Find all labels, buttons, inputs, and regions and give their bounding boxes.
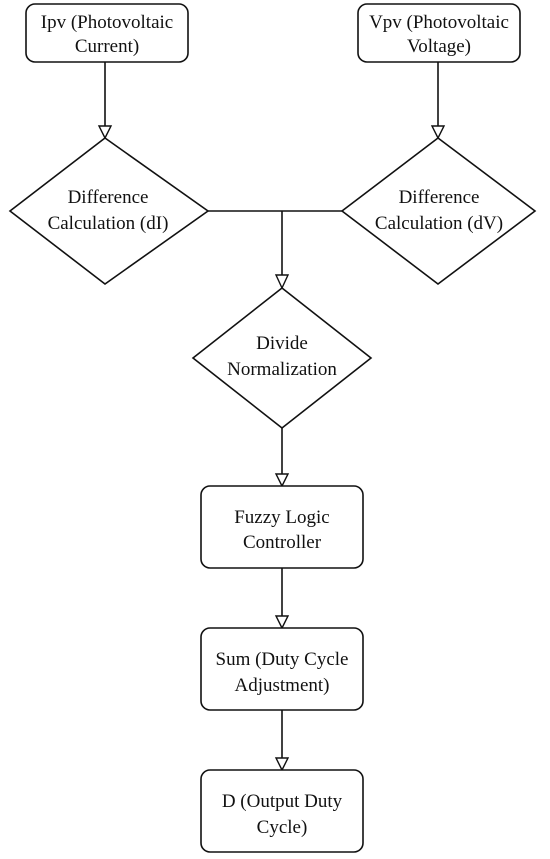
node-vpv: Vpv (Photovoltaic Voltage) xyxy=(357,3,521,63)
node-flc-label-line2: Controller xyxy=(243,532,322,553)
node-diff-dv-diamond xyxy=(340,136,537,286)
node-diff-dv-label-line1: Difference xyxy=(399,187,480,208)
arrowhead-sum-to-output xyxy=(274,757,290,772)
node-divide-label-line1: Divide xyxy=(256,333,308,354)
node-vpv-label-line1: Vpv (Photovoltaic xyxy=(369,12,509,33)
node-diff-di: Difference Calculation (dI) xyxy=(8,137,210,285)
node-flc-label-line1: Fuzzy Logic xyxy=(234,507,330,528)
node-output-label-line2: Cycle) xyxy=(257,817,308,838)
node-vpv-label-line2: Voltage) xyxy=(407,36,471,57)
node-diff-di-label-line1: Difference xyxy=(68,187,149,208)
node-ipv: Ipv (Photovoltaic Current) xyxy=(25,3,189,63)
node-divide-diamond xyxy=(191,286,373,430)
node-vpv-box xyxy=(357,3,521,63)
node-output-label-line1: D (Output Duty xyxy=(222,791,343,812)
node-ipv-label-line1: Ipv (Photovoltaic xyxy=(41,12,173,33)
node-ipv-box xyxy=(25,3,189,63)
node-flc: Fuzzy Logic Controller xyxy=(200,485,364,569)
arrowhead-divide-to-flc xyxy=(274,473,290,488)
node-sum-label-line2: Adjustment) xyxy=(235,675,330,696)
node-sum: Sum (Duty Cycle Adjustment) xyxy=(200,627,364,711)
node-output-box xyxy=(200,769,364,853)
arrowhead-flc-to-sum xyxy=(274,615,290,630)
node-diff-dv: Difference Calculation (dV) xyxy=(340,136,537,286)
edges xyxy=(97,62,446,772)
node-flc-box xyxy=(200,485,364,569)
node-output: D (Output Duty Cycle) xyxy=(200,769,364,853)
node-divide-label-line2: Normalization xyxy=(227,359,337,380)
arrowhead-vpv-to-diff-dv xyxy=(430,125,446,140)
node-sum-label-line1: Sum (Duty Cycle xyxy=(216,649,349,670)
node-diff-di-diamond xyxy=(8,137,210,285)
node-diff-di-label-line2: Calculation (dI) xyxy=(48,213,169,234)
arrowhead-ipv-to-diff-di xyxy=(97,125,113,140)
node-divide: Divide Normalization xyxy=(191,286,373,430)
node-diff-dv-label-line2: Calculation (dV) xyxy=(375,213,503,234)
arrowhead-merge-to-divide xyxy=(274,274,290,290)
node-sum-box xyxy=(200,627,364,711)
node-ipv-label-line2: Current) xyxy=(75,36,139,57)
